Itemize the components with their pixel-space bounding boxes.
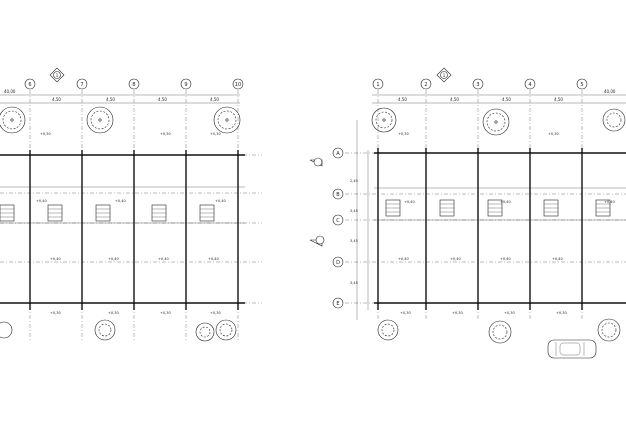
right-bay-dimension-3: 4,50 [502,97,511,102]
grid-bubble-10: 10 [235,82,241,88]
svg-text:+0,40: +0,40 [500,257,511,261]
stair-block [199,204,215,222]
stair-block [95,204,111,222]
grid-bubble-7: 7 [80,82,83,88]
right-bay-dimension-4: 4,50 [554,97,563,102]
section-marker-right: 1 [436,67,452,83]
room-level-tags: +0,30 +0,30 +0,40 +0,40 +0,40 +0,40 +0,4… [398,132,615,315]
left-bay-dimension-3: 4,50 [158,97,167,102]
right-overall-dimension: 40,00 [604,89,616,94]
tree-symbol [86,106,114,134]
right-bay-dimension-2: 4,50 [450,97,459,102]
grid-bubble-A: A [336,151,340,157]
left-bay-dimension-4: 4,50 [210,97,219,102]
svg-text:+0,40: +0,40 [215,199,226,203]
svg-text:+0,30: +0,30 [398,132,409,136]
svg-text:+0,40: +0,40 [108,257,119,261]
section-marker-side-b [309,235,325,247]
left-building-plan: 40,00 4,50 4,50 4,50 4,50 6 7 8 9 10 1 [0,67,262,342]
tree-symbol [482,108,510,136]
svg-text:1: 1 [443,73,446,78]
stair-block [0,204,15,222]
tree-symbol [0,106,26,134]
right-row-bubbles: A B C D E [332,147,344,309]
svg-text:+0,30: +0,30 [160,132,171,136]
section-marker-side-a [309,157,323,167]
tree-symbol [597,318,621,342]
svg-text:3,45: 3,45 [350,281,358,285]
tree-symbol [215,319,237,341]
grid-bubble-1: 1 [376,82,379,88]
svg-text:3,45: 3,45 [350,239,358,243]
tree-symbol [602,108,626,132]
tree-symbol [377,319,399,341]
svg-text:+0,30: +0,30 [210,132,221,136]
stair-block [151,204,167,222]
tree-symbol [195,322,215,342]
section-marker-left: 1 [49,67,65,83]
svg-text:+0,40: +0,40 [208,257,219,261]
grid-bubble-B: B [336,192,340,198]
grid-bubble-3: 3 [476,82,479,88]
svg-text:+0,30: +0,30 [108,311,119,315]
svg-text:+0,40: +0,40 [398,257,409,261]
tree-symbol [488,320,512,344]
svg-text:+0,40: +0,40 [158,257,169,261]
left-bay-dimension-2: 4,50 [106,97,115,102]
stair-block [439,199,455,217]
svg-text:+0,40: +0,40 [604,200,615,204]
svg-text:+0,30: +0,30 [452,311,463,315]
svg-text:+0,30: +0,30 [40,132,51,136]
svg-text:+0,40: +0,40 [500,200,511,204]
svg-text:+0,40: +0,40 [552,257,563,261]
svg-text:2,40: 2,40 [350,179,358,183]
grid-bubble-6: 6 [28,82,31,88]
tree-symbol [94,319,116,341]
grid-bubble-4: 4 [528,82,531,88]
stair-block [595,199,611,217]
right-bay-dimension-1: 4,50 [398,97,407,102]
svg-text:3,45: 3,45 [350,209,358,213]
stair-block [487,199,503,217]
grid-bubble-E: E [336,301,339,307]
tree-symbol [213,106,241,134]
room-level-tags: +0,30 +0,30 +0,30 +0,40 +0,40 +0,40 +0,4… [36,132,226,315]
stair-block [543,199,559,217]
grid-bubble-C: C [336,218,340,224]
stair-block [47,204,63,222]
svg-text:+0,30: +0,30 [50,311,61,315]
svg-text:+0,30: +0,30 [556,311,567,315]
grid-bubble-2: 2 [424,82,427,88]
right-building-plan: 40,00 4,50 4,50 4,50 4,50 1 2 3 4 5 1 [309,67,626,359]
svg-text:1: 1 [56,73,59,78]
svg-text:+0,30: +0,30 [400,311,411,315]
tree-symbol [0,321,13,339]
grid-bubble-9: 9 [184,82,187,88]
stair-block [385,199,401,217]
grid-bubble-8: 8 [132,82,135,88]
svg-text:+0,30: +0,30 [160,311,171,315]
svg-text:+0,40: +0,40 [36,199,47,203]
left-column-bubbles: 6 7 8 9 10 [24,78,244,90]
grid-bubble-5: 5 [580,82,583,88]
car-symbol [547,339,597,359]
svg-text:+0,40: +0,40 [404,200,415,204]
left-overall-dimension: 40,00 [4,89,16,94]
grid-bubble-D: D [336,260,340,266]
svg-text:+0,30: +0,30 [210,311,221,315]
svg-text:+0,40: +0,40 [115,199,126,203]
left-bay-dimension-1: 4,50 [52,97,61,102]
svg-text:+0,30: +0,30 [548,132,559,136]
svg-text:+0,40: +0,40 [50,257,61,261]
tree-symbol [371,107,397,133]
right-column-bubbles: 1 2 3 4 5 [372,78,588,90]
svg-text:+0,30: +0,30 [504,311,515,315]
svg-text:+0,40: +0,40 [450,257,461,261]
